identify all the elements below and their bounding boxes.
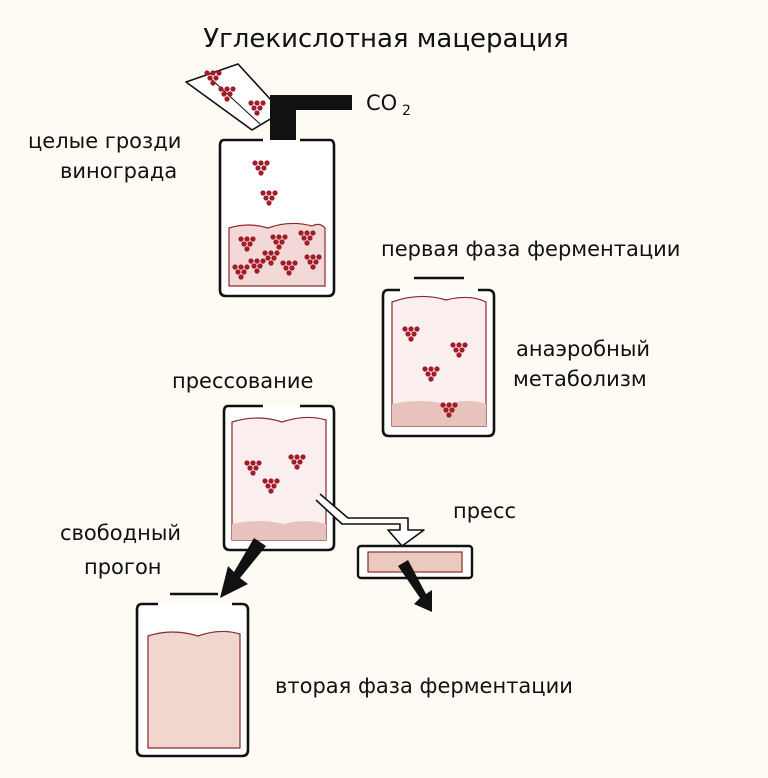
whole-bunches-label-line1: целые грозди — [28, 129, 181, 153]
co2-label: CO 2 — [366, 91, 411, 119]
tank-second-phase — [135, 592, 250, 758]
diagram-title: Углекислотная мацерация — [203, 24, 568, 54]
tank-loading — [218, 138, 336, 298]
anaerobic-label-line2: метаболизм — [513, 367, 647, 391]
press-label: пресс — [453, 499, 516, 523]
co2-subscript: 2 — [402, 103, 411, 119]
whole-bunches-label-line2: винограда — [60, 159, 177, 183]
first-phase-label: первая фаза ферментации — [381, 237, 680, 261]
anaerobic-label-line1: анаэробный — [516, 337, 650, 361]
co2-text: CO — [366, 91, 397, 115]
press-device — [356, 544, 474, 580]
press-output-arrow — [398, 560, 432, 612]
free-run-label-line1: свободный — [60, 521, 181, 545]
free-run-arrow — [220, 538, 266, 598]
free-run-label-line2: прогон — [84, 555, 162, 579]
second-phase-label: вторая фаза ферментации — [275, 674, 573, 698]
pressing-label: прессование — [172, 369, 313, 393]
tank-first-phase — [381, 276, 496, 438]
grape-chute — [185, 63, 283, 131]
tank-pressing — [222, 404, 336, 552]
